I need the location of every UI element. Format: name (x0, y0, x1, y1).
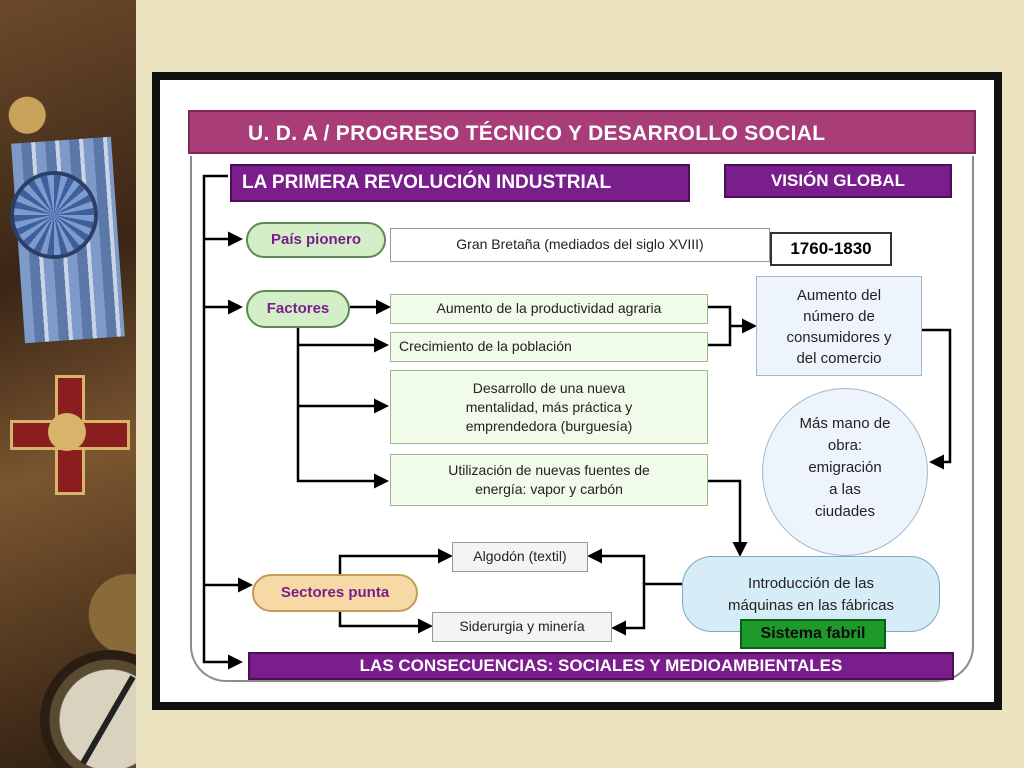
sector-cotton: Algodón (textil) (452, 542, 588, 572)
factory-system-label: Sistema fabril (740, 619, 886, 649)
factors-pill: Factores (246, 290, 350, 328)
leading-sectors-pill: Sectores punta (252, 574, 418, 612)
consumers-commerce-box: Aumento del número de consumidores y del… (756, 276, 922, 376)
medal-rosette (14, 175, 94, 255)
diagram-frame: U. D. A / PROGRESO TÉCNICO Y DESARROLLO … (152, 72, 1002, 710)
labor-migration-circle: Más mano de obra: emigración a las ciuda… (762, 388, 928, 556)
global-view-label: VISIÓN GLOBAL (724, 164, 952, 198)
section-title: LA PRIMERA REVOLUCIÓN INDUSTRIAL (230, 164, 690, 202)
medal-cross (10, 375, 130, 495)
diagram-area (190, 156, 974, 682)
consequences-banner: LAS CONSECUENCIAS: SOCIALES Y MEDIOAMBIE… (248, 652, 954, 680)
factor-new-energy: Utilización de nuevas fuentes de energía… (390, 454, 708, 506)
pioneer-country-pill: País pionero (246, 222, 386, 258)
factor-population-growth: Crecimiento de la población (390, 332, 708, 362)
compass-icon (40, 650, 136, 768)
factor-new-mentality: Desarrollo de una nueva mentalidad, más … (390, 370, 708, 444)
factor-agrarian-productivity: Aumento de la productividad agraria (390, 294, 708, 324)
page-title: U. D. A / PROGRESO TÉCNICO Y DESARROLLO … (188, 110, 976, 154)
period-dates: 1760-1830 (770, 232, 892, 266)
decorative-sidebar-image (0, 0, 136, 768)
sector-steel-mining: Siderurgia y minería (432, 612, 612, 642)
diagram-panel: U. D. A / PROGRESO TÉCNICO Y DESARROLLO … (160, 80, 994, 702)
pioneer-country-value: Gran Bretaña (mediados del siglo XVIII) (390, 228, 770, 262)
